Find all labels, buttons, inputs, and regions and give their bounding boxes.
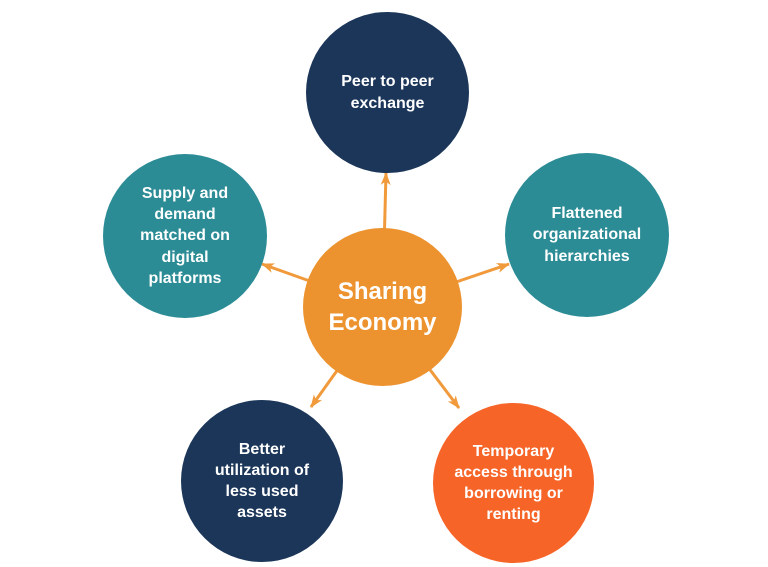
node-temporary-access-through-borrowing-or-renting: Temporary access through borrowing or re… (433, 403, 594, 563)
center-node-label: Sharing Economy (328, 277, 437, 336)
node-peer-to-peer-exchange: Peer to peer exchange (306, 12, 469, 173)
node-flattened-organizational-hierarchies: Flattened organizational hierarchies (505, 153, 669, 317)
node-label: Flattened organizational hierarchies (532, 205, 642, 265)
node-better-utilization-of-less-used-assets: Better utilization of less used assets (181, 400, 343, 562)
center-node-sharing-economy: Sharing Economy (303, 228, 462, 386)
node-label: Supply and demand matched on digital pla… (140, 185, 230, 287)
node-supply-and-demand-matched-on-digital-platforms: Supply and demand matched on digital pla… (103, 154, 267, 318)
node-label: Peer to peer exchange (341, 73, 434, 112)
node-label: Temporary access through borrowing or re… (454, 442, 573, 524)
node-label: Better utilization of less used assets (214, 440, 310, 522)
